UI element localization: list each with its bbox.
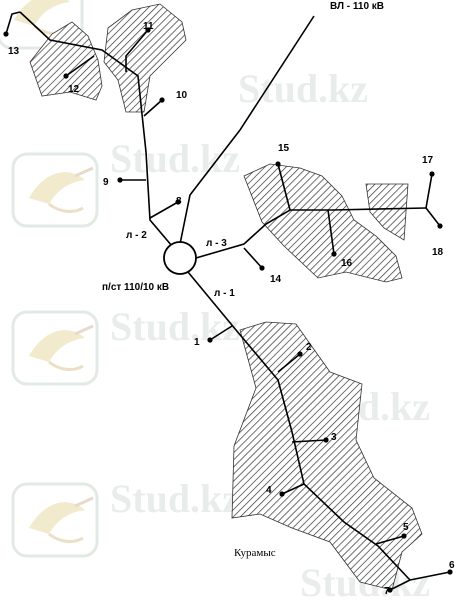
node-label: 3 — [331, 432, 337, 443]
node-label: 13 — [8, 46, 20, 57]
feeder-l3-label: л - 3 — [206, 238, 227, 249]
node-label: 8 — [176, 196, 182, 207]
node-label: 16 — [341, 258, 353, 269]
branch-6 — [409, 571, 451, 581]
overhead-line-110kv — [179, 15, 315, 245]
watermark-bird-icon — [11, 310, 99, 386]
zone-north — [103, 3, 187, 113]
feeder-l2-label: л - 2 — [126, 230, 147, 241]
branch-16 — [327, 209, 335, 255]
node-endpoints — [3, 27, 453, 593]
branch-1 — [209, 325, 233, 341]
overhead-line-label: ВЛ - 110 кВ — [330, 1, 384, 12]
branch-5 — [375, 535, 405, 545]
branch-2 — [277, 353, 301, 373]
settlement-zones — [29, 3, 423, 591]
node-label: 10 — [176, 90, 188, 101]
branch-17 — [425, 173, 433, 209]
watermark-text: Stud.kz — [110, 476, 240, 521]
node-label: 18 — [432, 247, 444, 258]
feeder-l3-trunk — [195, 207, 427, 259]
watermark-text: Stud.kz — [110, 304, 240, 349]
node-label: 1 — [194, 337, 200, 348]
branch-10 — [143, 99, 163, 117]
node-label: 14 — [270, 274, 282, 285]
watermark-text: Stud.kz — [238, 66, 368, 111]
zone-east — [243, 163, 403, 283]
node-label: 17 — [422, 155, 434, 166]
node-label: 7 — [384, 586, 390, 597]
branch-11 — [125, 29, 149, 72]
zone-far-east — [365, 183, 409, 241]
zone-north-west — [29, 21, 103, 101]
node-label: 2 — [306, 342, 312, 353]
branch-13 — [5, 11, 21, 35]
node-label: 11 — [143, 21, 154, 32]
feeder-l1-label: л - 1 — [214, 288, 235, 299]
labels: ВЛ - 110 кВ п/ст 110/10 кВ л - 1 л - 2 л… — [8, 1, 455, 597]
node-label: 5 — [403, 522, 409, 533]
branch-3 — [291, 439, 327, 443]
branch-4 — [281, 483, 305, 495]
branch-12 — [65, 55, 95, 77]
node-label: 12 — [68, 84, 80, 95]
branch-14 — [243, 247, 263, 269]
network-wires — [5, 11, 451, 591]
node-label: 9 — [103, 177, 109, 188]
place-name-kuramys: Курамыс — [234, 547, 276, 559]
substation-circle — [163, 241, 197, 275]
branch-8 — [149, 201, 179, 219]
feeder-l2-trunk — [19, 11, 173, 247]
branch-7 — [389, 579, 411, 591]
branch-18 — [425, 207, 441, 227]
node-label: 4 — [266, 485, 272, 496]
node-label: 6 — [449, 560, 455, 571]
watermark-text: Stud.kz — [110, 136, 240, 181]
node-label: 15 — [278, 143, 290, 154]
watermark-bird-icon — [11, 152, 99, 228]
substation-label: п/ст 110/10 кВ — [102, 282, 169, 293]
branch-15 — [277, 163, 291, 211]
watermark-bird-icon — [11, 482, 99, 558]
zone-kuramys — [231, 321, 423, 591]
feeder-l1-trunk — [187, 271, 411, 581]
